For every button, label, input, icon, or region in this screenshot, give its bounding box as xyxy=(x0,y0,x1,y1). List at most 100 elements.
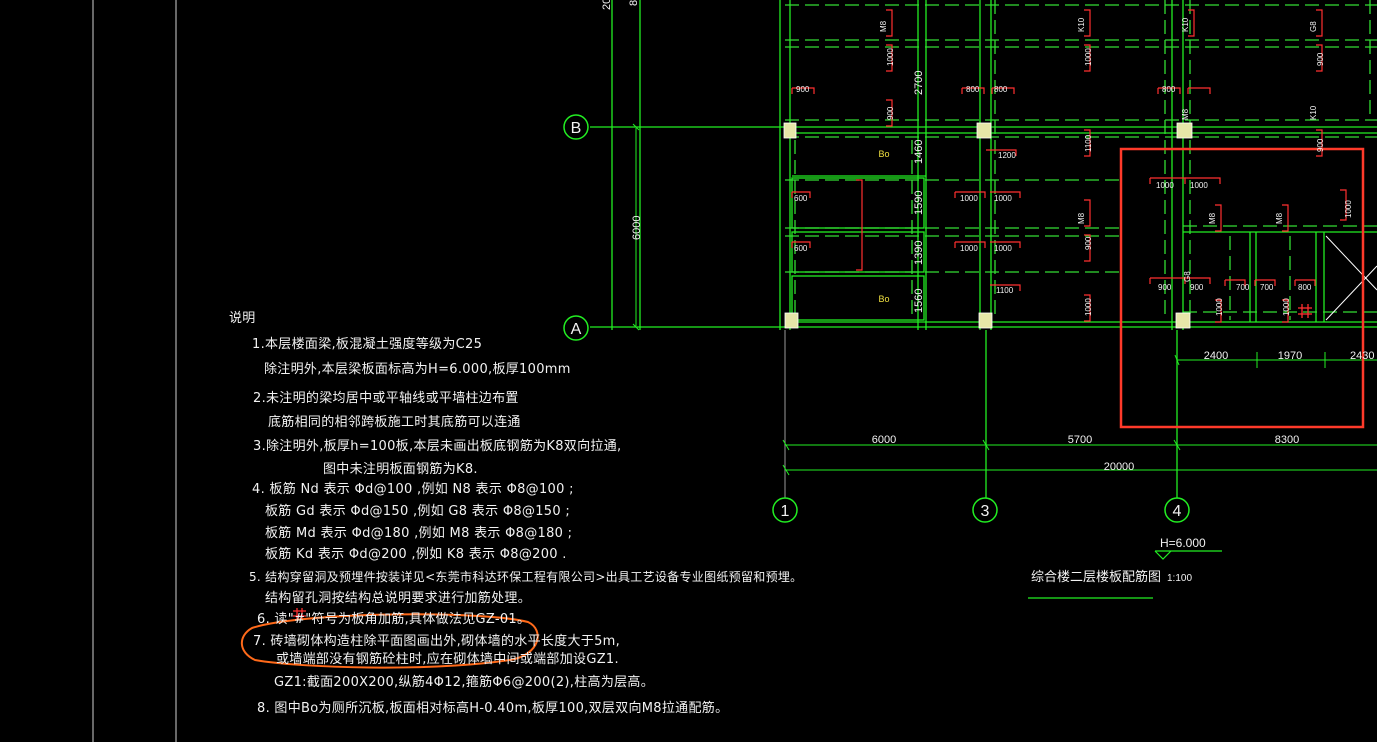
hole-symbol xyxy=(1298,304,1312,318)
rebar-length: 900 xyxy=(1190,283,1204,292)
rebar-length: 1200 xyxy=(998,151,1016,160)
rebar-length: 800 xyxy=(1298,283,1312,292)
drawing-scale: 1:100 xyxy=(1167,573,1192,584)
dim-label: 2400 xyxy=(1204,350,1228,362)
note-line: 5. 结构穿留洞及预埋件按装详见<东莞市科达环保工程有限公司>出具工艺设备专业图… xyxy=(249,570,803,584)
rebar-length: 600 xyxy=(794,194,808,203)
rebar-length: 800 xyxy=(966,85,980,94)
rebar-length: 800 xyxy=(1162,85,1176,94)
rebar-length: 1000 xyxy=(1084,48,1093,66)
dim-label: 2430 xyxy=(1350,350,1374,362)
dim-label: 1460 xyxy=(913,140,925,164)
rebar-length: 700 xyxy=(1236,283,1250,292)
rebar-code: M8 xyxy=(1077,212,1086,224)
rebar-code: G8 xyxy=(1183,271,1192,282)
design-notes: 说明 1.本层楼面梁,板混凝土强度等级为C25 除注明外,本层梁板面标高为H=6… xyxy=(229,311,802,716)
note-line: 底筋相同的相邻跨板施工时其底筋可以连通 xyxy=(268,415,521,430)
column-B1 xyxy=(783,122,797,139)
note-line: 8. 图中Bo为厕所沉板,板面相对标高H-0.40m,板厚100,双层双向M8拉… xyxy=(257,701,729,716)
rebar-code: G8 xyxy=(1309,21,1318,32)
rebar-length: 800 xyxy=(994,85,1008,94)
axis-bubble-B xyxy=(563,114,589,140)
rebar-length: 1100 xyxy=(996,286,1014,295)
note-line: 6. 读"#"符号为板角加筋,具体做法见GZ-01。 xyxy=(257,612,531,627)
note-highlight-ellipse xyxy=(240,613,539,669)
rebar-length: 1100 xyxy=(1084,134,1093,152)
rebar-code: K10 xyxy=(1077,17,1086,32)
rebar-length: 900 xyxy=(886,106,895,120)
rebar-code: M8 xyxy=(1275,212,1284,224)
note-line: GZ1:截面200X200,纵筋4Φ12,箍筋Φ6@200(2),柱高为层高。 xyxy=(274,675,655,690)
axis-bubble-A xyxy=(563,315,589,341)
note-line: 图中未注明板面钢筋为K8. xyxy=(323,462,478,477)
room-label-bo: Bo xyxy=(878,294,889,304)
rebar-length: 900 xyxy=(1084,236,1093,250)
dim-label: 2700 xyxy=(913,71,925,95)
dim-label: 6000 xyxy=(872,434,896,446)
elevation-label: H=6.000 xyxy=(1160,536,1206,550)
drawing-frame xyxy=(92,0,177,742)
note-line: 板筋 Gd 表示 Φd@150 ,例如 G8 表示 Φ8@150 ; xyxy=(265,504,571,519)
dim-label: 8 xyxy=(628,0,640,6)
rebar-length: 1000 xyxy=(994,194,1012,203)
note-line: 结构留孔洞按结构总说明要求进行加筋处理。 xyxy=(265,591,532,606)
hole-symbol-note xyxy=(293,608,306,620)
dimension-lines xyxy=(632,40,1377,476)
shaft-cross xyxy=(1325,235,1377,321)
rebar-length: 600 xyxy=(794,244,808,253)
rebar-length: 1000 xyxy=(1344,200,1353,218)
notes-heading: 说明 xyxy=(229,311,256,326)
dim-label: 20 xyxy=(601,0,613,10)
axis-bubble-4 xyxy=(1164,497,1190,523)
axis-bubble-1 xyxy=(772,497,798,523)
axis-label-A: A xyxy=(571,321,582,338)
highlight-box xyxy=(1119,147,1365,429)
dim-label: 1560 xyxy=(913,289,925,313)
rebar-length: 900 xyxy=(796,85,810,94)
axis-label-B: B xyxy=(571,120,582,137)
axis-bubbles xyxy=(563,114,1190,523)
column-B3 xyxy=(976,122,992,139)
rebar-length: 1000 xyxy=(1156,181,1174,190)
room-label-bo: Bo xyxy=(878,149,889,159)
note-line: 除注明外,本层梁板面标高为H=6.000,板厚100mm xyxy=(264,362,571,377)
rebar-length: 1000 xyxy=(1282,298,1291,316)
note-line: 3.除注明外,板厚h=100板,本层未画出板底钢筋为K8双向拉通, xyxy=(253,439,622,454)
rebar-length: 1000 xyxy=(1084,298,1093,316)
rebar-length: 1000 xyxy=(994,244,1012,253)
rebar-code: M8 xyxy=(1208,212,1217,224)
rebar-code: M8 xyxy=(879,20,888,32)
elevation-marker xyxy=(1154,550,1222,560)
rebar-marks xyxy=(791,9,1347,323)
rebar-code: K10 xyxy=(1181,17,1190,32)
dim-label: 1390 xyxy=(913,241,925,265)
columns xyxy=(783,122,1193,329)
axis-label-3: 3 xyxy=(981,503,990,520)
rebar-length: 1000 xyxy=(1215,298,1224,316)
column-B4 xyxy=(1176,122,1193,139)
rebar-length: 900 xyxy=(1316,138,1325,152)
note-line: 或墙端部没有钢筋砼柱时,应在砌体墙中间或端部加设GZ1. xyxy=(276,652,619,667)
rebar-length: 700 xyxy=(1260,283,1274,292)
rebar-length: 1000 xyxy=(886,48,895,66)
rebar-length: 1000 xyxy=(1190,181,1208,190)
column-A3 xyxy=(978,312,993,329)
rebar-code: M8 xyxy=(1181,108,1190,120)
dim-label: 5700 xyxy=(1068,434,1092,446)
axis-bubble-3 xyxy=(972,497,998,523)
column-A4 xyxy=(1175,312,1191,329)
note-line: 7. 砖墙砌体构造柱除平面图画出外,砌体墙的水平长度大于5m, xyxy=(253,634,621,649)
note-line: 板筋 Kd 表示 Φd@200 ,例如 K8 表示 Φ8@200 . xyxy=(265,547,567,562)
note-line: 2.未注明的梁均居中或平轴线或平墙柱边布置 xyxy=(253,391,519,406)
dim-label: 20000 xyxy=(1104,461,1135,473)
axis-label-4: 4 xyxy=(1173,503,1182,520)
dim-label: 6000 xyxy=(631,216,643,240)
axis-label-1: 1 xyxy=(781,503,790,520)
rebar-length: 1000 xyxy=(960,194,978,203)
note-line: 板筋 Md 表示 Φd@180 ,例如 M8 表示 Φ8@180 ; xyxy=(265,526,573,541)
note-line: 1.本层楼面梁,板混凝土强度等级为C25 xyxy=(252,337,483,352)
dashed-beam-lines xyxy=(785,0,1377,320)
rebar-length: 1000 xyxy=(960,244,978,253)
